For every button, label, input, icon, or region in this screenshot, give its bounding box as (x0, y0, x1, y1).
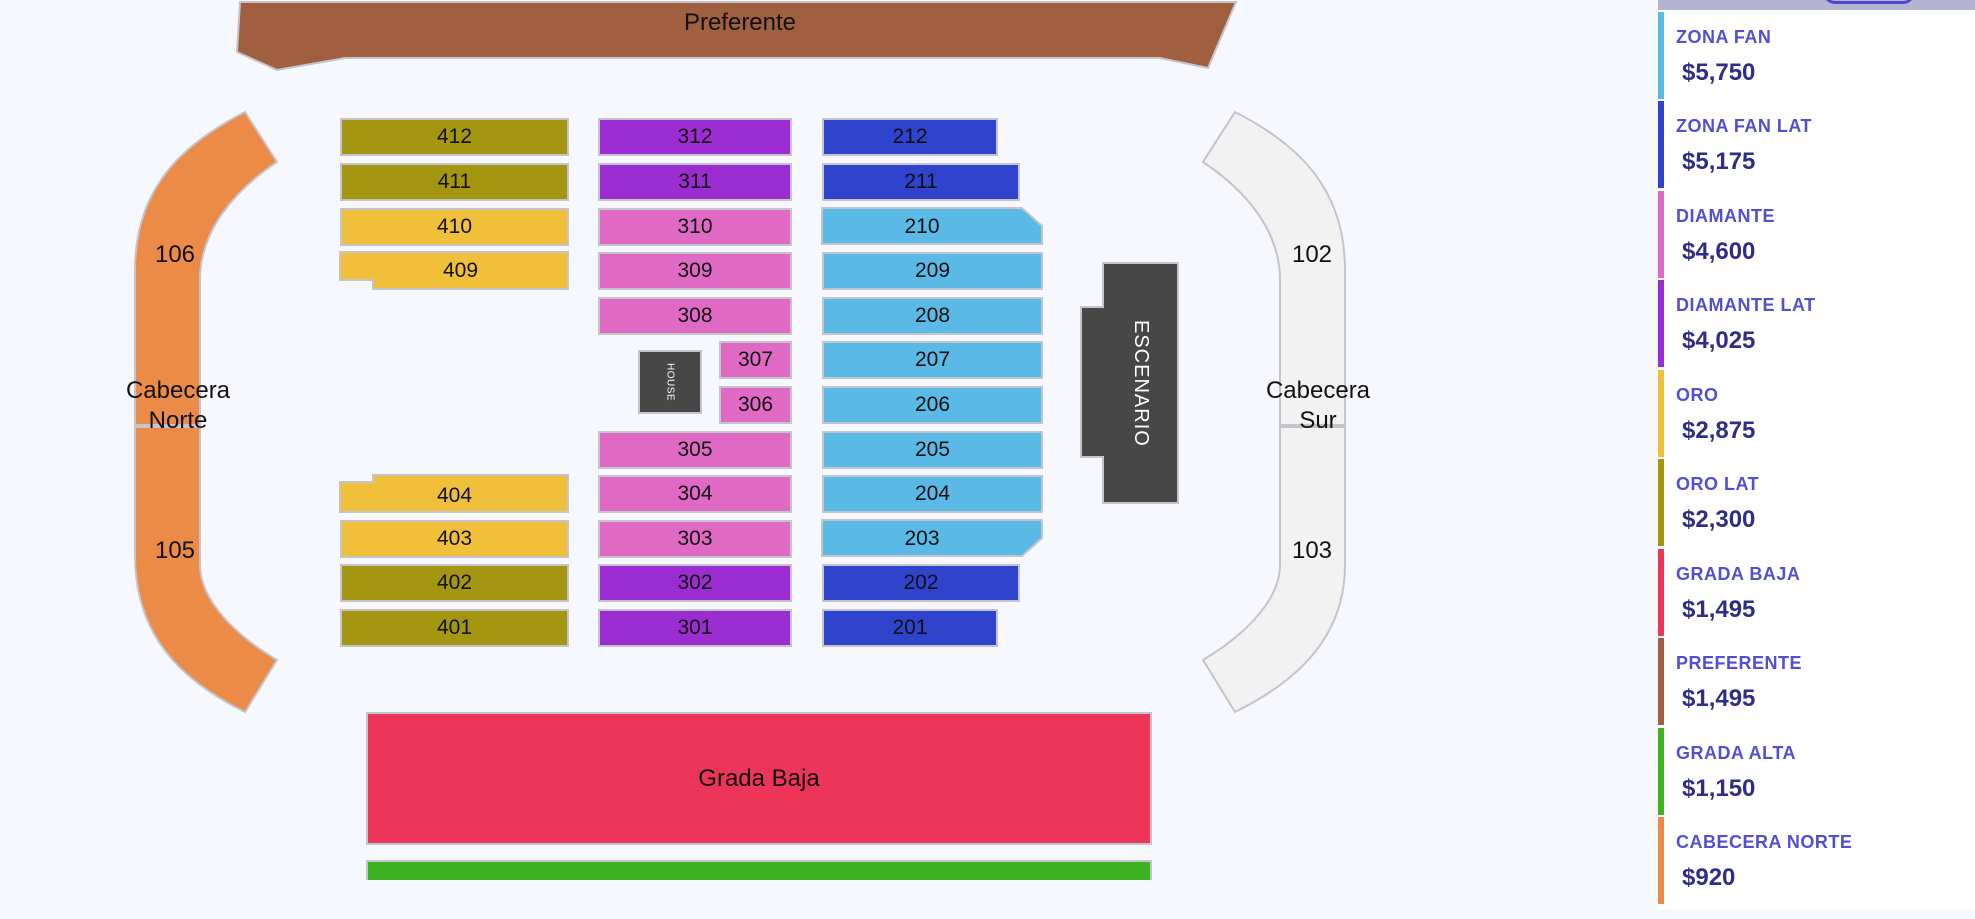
price-legend: ZONA FAN $5,750 ZONA FAN LAT $5,175 DIAM… (1658, 0, 1975, 909)
section-410[interactable]: 410 (340, 208, 569, 246)
section-411[interactable]: 411 (340, 163, 569, 201)
legend-name: GRADA ALTA (1676, 743, 1796, 763)
legend-name: ZONA FAN LAT (1676, 116, 1812, 136)
section-grada-alta[interactable] (366, 860, 1152, 880)
legend-item-preferente[interactable]: PREFERENTE $1,495 (1658, 638, 1975, 725)
section-310[interactable]: 310 (598, 208, 792, 246)
section-301[interactable]: 301 (598, 609, 792, 647)
section-409[interactable] (339, 251, 569, 290)
legend-price: $2,300 (1682, 506, 1756, 533)
legend-price: $920 (1682, 864, 1736, 891)
legend-name: GRADA BAJA (1676, 564, 1801, 584)
house-box: HOUSE (638, 350, 702, 414)
section-203[interactable] (821, 519, 1043, 557)
section-212[interactable]: 212 (822, 118, 998, 156)
preferente-swatch (1658, 638, 1664, 725)
legend-price: $4,025 (1682, 327, 1756, 354)
section-209[interactable]: 209 (822, 252, 1043, 290)
section-204[interactable]: 204 (822, 475, 1043, 513)
house-label: HOUSE (664, 362, 676, 402)
legend-item-cabecera-norte[interactable]: CABECERA NORTE $920 (1658, 817, 1975, 904)
legend-item-oro-lat[interactable]: ORO LAT $2,300 (1658, 459, 1975, 546)
section-305[interactable]: 305 (598, 431, 792, 469)
section-402[interactable]: 402 (340, 564, 569, 602)
legend-header (1658, 0, 1975, 10)
section-105[interactable] (134, 426, 279, 714)
legend-name: DIAMANTE (1676, 206, 1775, 226)
section-208[interactable]: 208 (822, 297, 1043, 335)
stage-label: ESCENARIO (1130, 319, 1152, 447)
section-404[interactable] (339, 474, 569, 513)
section-103[interactable] (1201, 426, 1346, 714)
section-306[interactable]: 306 (719, 386, 792, 424)
legend-price: $1,495 (1682, 596, 1756, 623)
legend-name: ORO (1676, 385, 1719, 405)
section-205[interactable]: 205 (822, 431, 1043, 469)
section-302[interactable]: 302 (598, 564, 792, 602)
oro-swatch (1658, 370, 1664, 457)
legend-name: ZONA FAN (1676, 27, 1772, 47)
grada-baja-swatch (1658, 549, 1664, 636)
grada-alta-swatch (1658, 728, 1664, 815)
stage (1080, 262, 1179, 504)
section-203-label: 203 (904, 527, 940, 550)
oro-lat-swatch (1658, 459, 1664, 546)
section-210[interactable] (821, 207, 1043, 245)
stage-label-wrap: ESCENARIO (1103, 263, 1178, 503)
venue-seat-map: Preferente 412 411 410 409 404 403 402 4… (126, 0, 1370, 880)
section-207[interactable]: 207 (822, 341, 1043, 379)
diamante-swatch (1658, 191, 1664, 278)
legend-item-zona-fan-lat[interactable]: ZONA FAN LAT $5,175 (1658, 101, 1975, 188)
section-210-label: 210 (904, 215, 940, 238)
legend-item-grada-baja[interactable]: GRADA BAJA $1,495 (1658, 549, 1975, 636)
legend-item-diamante-lat[interactable]: DIAMANTE LAT $4,025 (1658, 280, 1975, 367)
section-412[interactable]: 412 (340, 118, 569, 156)
section-312[interactable]: 312 (598, 118, 792, 156)
section-grada-baja[interactable]: Grada Baja (366, 712, 1152, 845)
cabecera-norte-swatch (1658, 817, 1664, 904)
section-304[interactable]: 304 (598, 475, 792, 513)
diamante-lat-swatch (1658, 280, 1664, 367)
legend-item-diamante[interactable]: DIAMANTE $4,600 (1658, 191, 1975, 278)
venue-shapes (134, 0, 1346, 714)
section-401[interactable]: 401 (340, 609, 569, 647)
legend-name: DIAMANTE LAT (1676, 295, 1816, 315)
section-409-label: 409 (442, 259, 479, 282)
legend-price: $5,175 (1682, 148, 1756, 175)
section-308[interactable]: 308 (598, 297, 792, 335)
legend-item-zona-fan[interactable]: ZONA FAN $5,750 (1658, 12, 1975, 99)
legend-name: PREFERENTE (1676, 653, 1803, 673)
legend-price: $4,600 (1682, 238, 1756, 265)
legend-item-oro[interactable]: ORO $2,875 (1658, 370, 1975, 457)
section-404-label: 404 (436, 484, 473, 507)
section-311[interactable]: 311 (598, 163, 792, 201)
section-206[interactable]: 206 (822, 386, 1043, 424)
zona-fan-swatch (1658, 12, 1664, 99)
legend-name: CABECERA NORTE (1676, 832, 1853, 852)
legend-price: $2,875 (1682, 417, 1756, 444)
section-303[interactable]: 303 (598, 520, 792, 558)
section-202[interactable]: 202 (822, 564, 1020, 602)
section-106[interactable] (134, 110, 279, 426)
section-102[interactable] (1201, 110, 1346, 426)
legend-price: $1,495 (1682, 685, 1756, 712)
legend-toggle-button[interactable] (1823, 0, 1915, 4)
section-309[interactable]: 309 (598, 252, 792, 290)
section-403[interactable]: 403 (340, 520, 569, 558)
legend-price: $1,150 (1682, 775, 1756, 802)
legend-name: ORO LAT (1676, 474, 1760, 494)
legend-price: $5,750 (1682, 59, 1756, 86)
section-307[interactable]: 307 (719, 341, 792, 379)
section-211[interactable]: 211 (822, 163, 1020, 201)
legend-item-grada-alta[interactable]: GRADA ALTA $1,150 (1658, 728, 1975, 815)
section-preferente[interactable] (235, 0, 1238, 72)
zona-fan-lat-swatch (1658, 101, 1664, 188)
section-201[interactable]: 201 (822, 609, 998, 647)
